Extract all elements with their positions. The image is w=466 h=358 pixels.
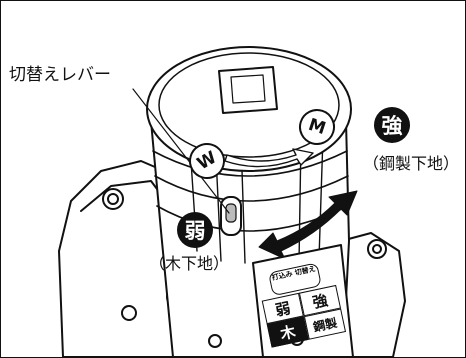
dial-arrow xyxy=(224,148,314,168)
strong-subtitle: （鋼製下地） xyxy=(363,154,460,173)
rotation-arrow xyxy=(258,190,358,260)
weak-badge-text: 弱 xyxy=(184,219,206,243)
weak-subtitle: （木下地） xyxy=(149,254,230,273)
display-window xyxy=(218,66,278,114)
weak-badge: 弱 xyxy=(177,212,213,248)
strong-badge-text: 強 xyxy=(381,114,403,138)
dial-w-text: W xyxy=(193,147,221,175)
strong-badge: 強 xyxy=(374,107,410,143)
switch-lever-label: 切替えレバー xyxy=(9,65,111,85)
leader-line xyxy=(132,88,230,214)
dial-m-text: M xyxy=(305,114,329,140)
